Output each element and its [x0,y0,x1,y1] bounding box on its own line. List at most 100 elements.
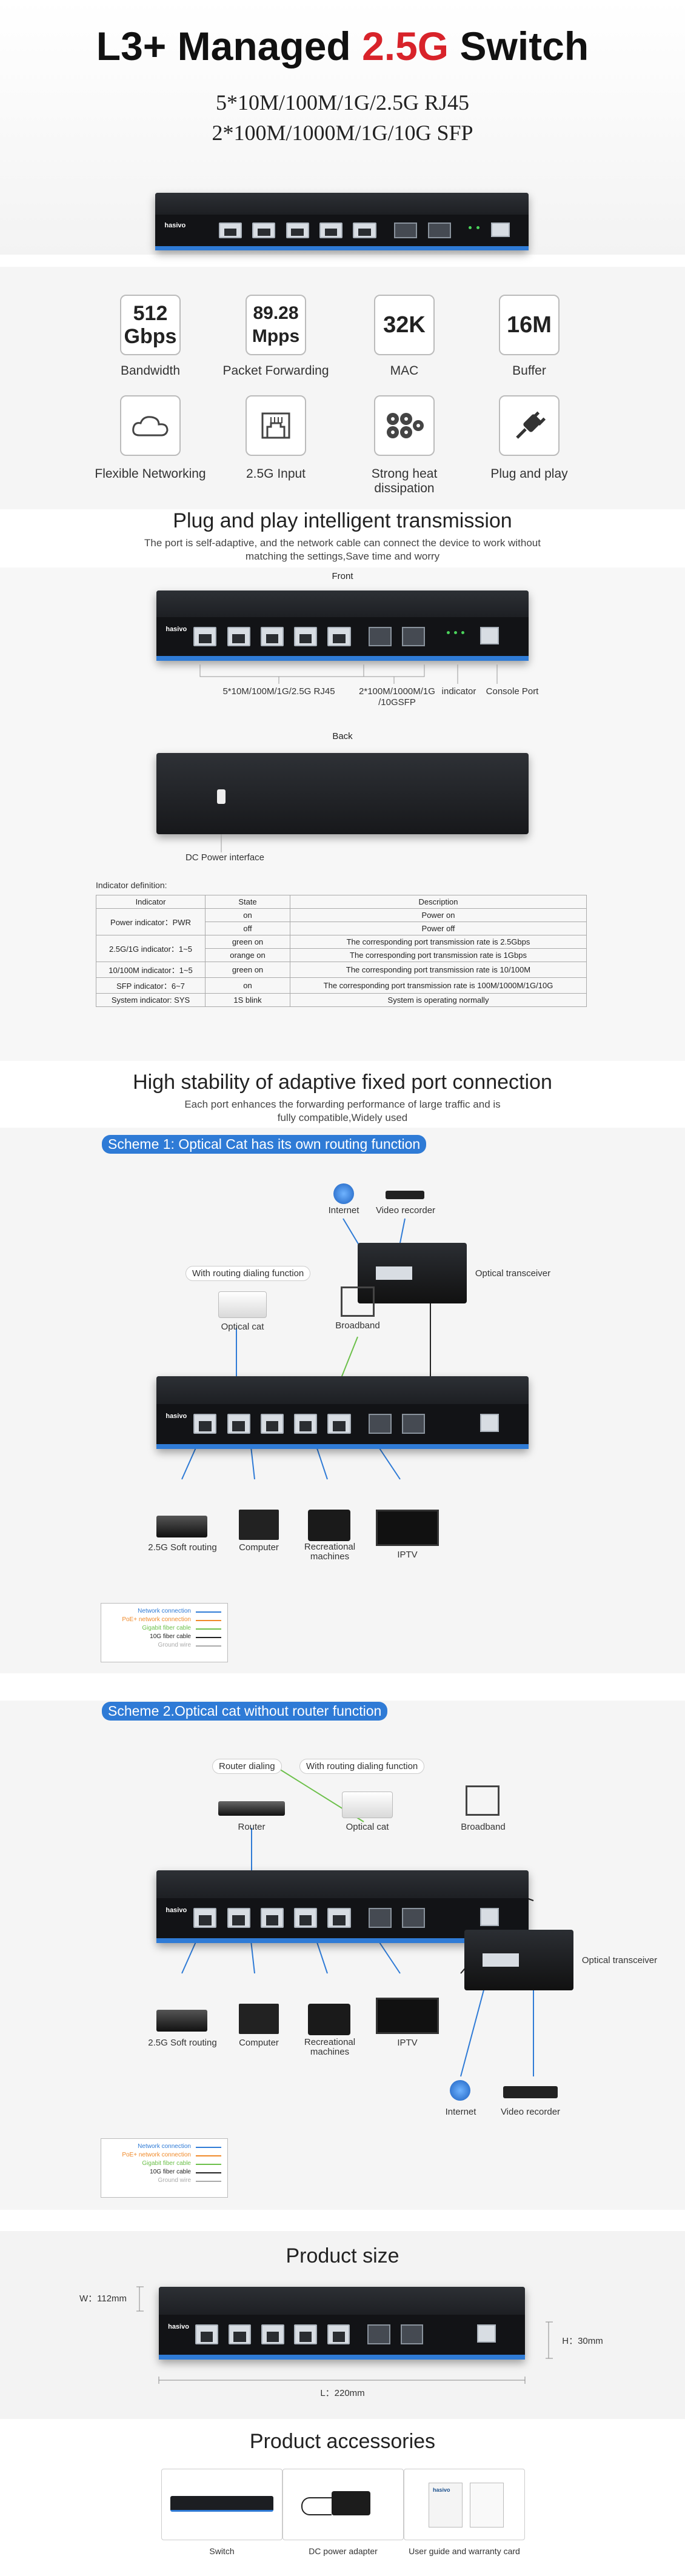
plug-panel: Front hasivo 5*10M/100M/1G/2.5G RJ45 2*1… [0,567,685,1061]
optical-transceiver-label: Optical transceiver [475,1268,551,1279]
section-desc: fully compatible,Widely used [277,1112,408,1123]
video-recorder-label: Video recorder [375,1205,436,1216]
plug-play-section: Plug and play intelligent transmission T… [0,509,685,1061]
dc-callout-line [221,834,222,852]
internet-globe-icon [333,1183,354,1204]
scheme2-banner: Scheme 2.Optical cat without router func… [102,1702,388,1721]
accessory-switch [161,2469,282,2540]
device-label: 2.5G Soft routing [148,2038,217,2048]
device-label: Recreational machines [304,1542,356,1562]
broadband-label: Broadband [335,1320,380,1331]
computer-icon [239,1510,279,1540]
router-label: Router [238,1822,266,1832]
packet-forwarding-badge: 89.28 Mpps [246,295,306,355]
switch-back-image [156,753,529,834]
accessory-user-guide: hasivo [404,2469,525,2540]
stability-section: High stability of adaptive fixed port co… [0,1067,685,1673]
switch-front-image: hasivo [156,590,529,661]
video-recorder-icon [503,2086,558,2098]
video-recorder-icon [386,1191,424,1199]
feature-label: 2.5G Input [246,467,306,481]
broadband-icon [466,1785,500,1816]
accessory-power-adapter [282,2469,404,2540]
accessory-label: User guide and warranty card [409,2546,520,2556]
section-title: Product size [286,2244,399,2267]
back-label: Back [332,731,353,741]
device-label: IPTV [397,2038,418,2048]
feature-label: Plug and play [490,467,568,481]
rj45-icon [246,395,306,456]
computer-icon [239,2004,279,2034]
features-section: 512 Gbps Bandwidth 89.28 Mpps Packet For… [0,267,685,509]
iptv-icon [376,1510,439,1546]
rj45-callout-label: 5*10M/100M/1G/2.5G RJ45 [222,686,335,697]
device-label: IPTV [397,1550,418,1560]
scheme2-switch: hasivo [156,1870,529,1943]
accessory-label: Switch [209,2546,235,2556]
section-title: High stability of adaptive fixed port co… [133,1071,552,1094]
device-label: Computer [239,2038,279,2048]
front-callout-lines [199,664,498,684]
subtitle-line-1: 5*10M/100M/1G/2.5G RJ45 [215,90,470,115]
optical-cat-image [342,1791,393,1818]
soft-router-icon [156,1516,207,1537]
device-label: 2.5G Soft routing [148,1542,217,1553]
scheme2-panel: Scheme 2.Optical cat without router func… [0,1701,685,2210]
mac-badge: 32K [374,295,435,355]
front-label: Front [332,571,353,581]
device-label: Computer [239,1542,279,1553]
scheme1-banner: Scheme 1: Optical Cat has its own routin… [102,1135,427,1154]
section-desc: The port is self-adaptive, and the netwo… [144,537,541,549]
broadband-label: Broadband [461,1822,506,1832]
router-dialing-bubble: Router dialing [212,1759,282,1774]
device-label: Recreational machines [304,2037,356,2057]
optical-cat-label: Optical cat [346,1822,389,1832]
accessory-label: DC power adapter [309,2546,378,2556]
soft-router-icon [156,2010,207,2032]
header-section: L3+ Managed 2.5G Switch 5*10M/100M/1G/2.… [0,0,685,255]
connection-legend: Network connection PoE+ network connecti… [101,2138,228,2198]
optical-cat-label: Optical cat [221,1322,264,1332]
buffer-badge: 16M [499,295,560,355]
sfp-callout-label: 2*100M/1000M/1G/10GSFP [359,686,435,708]
internet-globe-icon [450,2080,470,2101]
bandwidth-badge: 512 Gbps [120,295,181,355]
game-console-icon [308,2004,350,2035]
width-label: W：112mm [79,2293,127,2304]
optical-cat-image [218,1291,267,1318]
routing-dialing-bubble: With routing dialing function [185,1266,311,1281]
optical-transceiver-label: Optical transceiver [581,1955,658,1965]
page-title: L3+ Managed 2.5G Switch [96,24,589,69]
feature-label: Bandwidth [120,364,181,378]
accessories-title: Product accessories [249,2430,436,2453]
optical-transceiver-image [358,1243,467,1303]
broadband-icon [341,1286,375,1317]
section-title: Plug and play intelligent transmission [173,509,512,532]
connection-legend: Network connection PoE+ network connecti… [101,1603,228,1662]
feature-label: Flexible Networking [95,467,206,481]
dc-power-label: DC Power interface [185,852,265,863]
switch-image: hasivo [155,193,529,250]
feature-label: Strong heat dissipation [371,467,438,495]
feature-label: MAC [390,364,419,378]
dimension-lines [136,2286,553,2384]
section-desc: matching the settings,Save time and worr… [245,550,440,562]
indicator-callout-label: indicator [441,686,476,697]
scheme1-switch: hasivo [156,1376,529,1449]
section-desc: Each port enhances the forwarding perfor… [184,1099,501,1110]
height-label: H：30mm [562,2336,603,2346]
plug-icon [499,395,560,456]
router-icon [218,1801,285,1816]
fan-icon [374,395,435,456]
feature-label: Buffer [512,364,546,378]
optical-transceiver-image [464,1930,573,1990]
scheme1-panel: Scheme 1: Optical Cat has its own routin… [0,1128,685,1673]
size-switch-image: hasivo [159,2287,525,2360]
product-size-section: Product size hasivo W：112mm H：30mm L：220… [0,2231,685,2419]
routing-dialing-bubble: With routing dialing function [299,1759,425,1774]
cloud-icon [120,395,181,456]
iptv-icon [376,1998,439,2034]
video-recorder-label: Video recorder [500,2107,561,2117]
internet-label: Internet [328,1205,359,1216]
